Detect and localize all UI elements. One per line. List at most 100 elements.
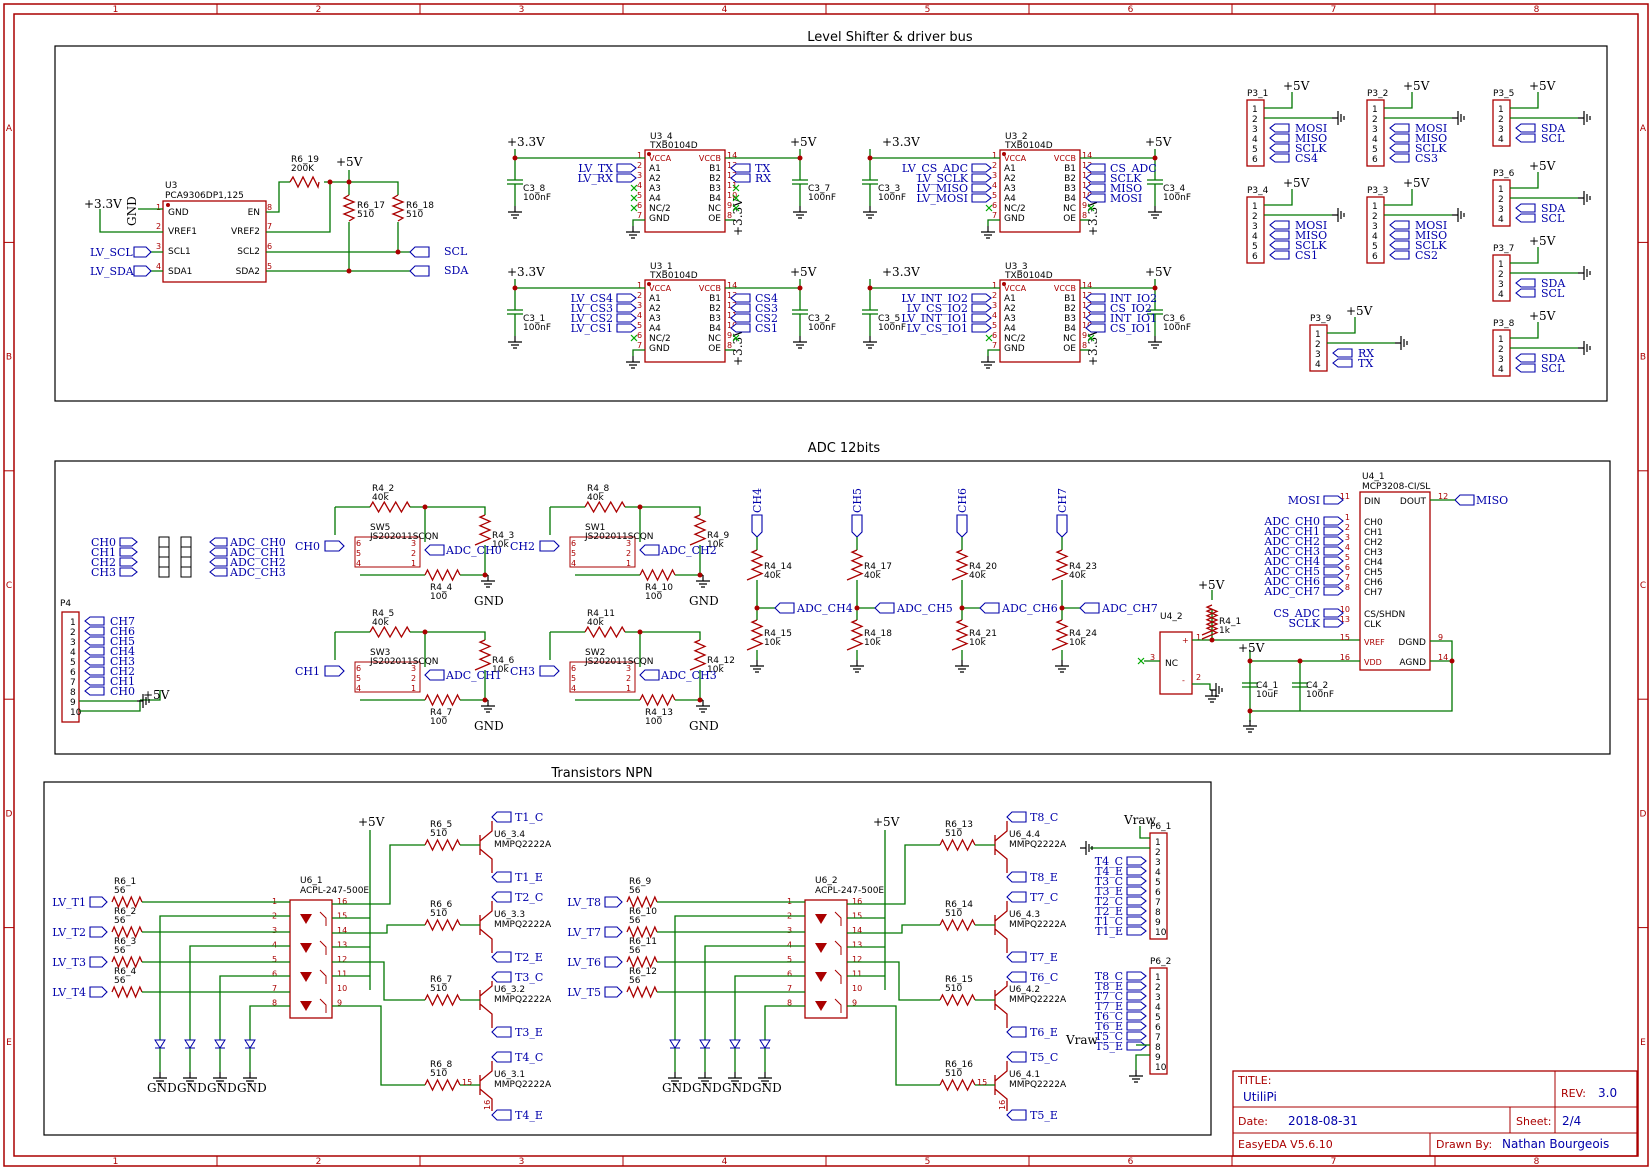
p4-pin-num: 7 (70, 678, 76, 688)
emitter-label: T6_E (1030, 1026, 1058, 1039)
cap-value: 100nF (1163, 323, 1191, 333)
ground-symbol (863, 336, 877, 349)
header-net-label: SCLK (1415, 142, 1447, 155)
ground-symbol (137, 694, 150, 708)
header-pin-num: 1 (1372, 105, 1378, 115)
junction (697, 697, 703, 703)
opto-pin-num: 10 (852, 984, 862, 993)
transistor-pin-num: 16 (998, 1100, 1007, 1110)
net-flag (1515, 203, 1536, 213)
net-flag (1085, 313, 1106, 323)
net-flag (1006, 891, 1027, 903)
switch-in-label: CH0 (295, 540, 320, 553)
ground-symbol (728, 1072, 742, 1085)
net-flag (324, 540, 345, 552)
junction (1152, 285, 1158, 291)
gnd-label: GND (689, 719, 719, 733)
grid-row-label: E (6, 1038, 12, 1048)
res-val: 10k (1069, 638, 1086, 648)
ground-symbol (793, 206, 807, 219)
ch-label: CH3 (91, 566, 116, 579)
txb-pin-right-label: B3 (709, 184, 721, 194)
net-flag (84, 676, 105, 686)
divider-out-label: ADC_CH7 (1101, 602, 1158, 615)
net-flag (491, 811, 512, 823)
txb-pin-left-num: 7 (637, 211, 642, 220)
no-connect-marker (630, 194, 638, 202)
p4-net-label: CH7 (110, 615, 135, 628)
net-flag-lv-sda (133, 265, 152, 277)
header-pin-num: 2 (1498, 270, 1504, 280)
net-flag (971, 183, 992, 193)
u4-2-chip (1159, 631, 1193, 695)
r4-1-ref: R4_1 (1219, 617, 1241, 627)
cap-ref: C3_3 (878, 184, 900, 194)
npn-transistor (994, 981, 1008, 1028)
txb-pin-left-label: VCCA (649, 284, 672, 293)
mcp3208-pin-num: 5 (1345, 553, 1350, 562)
txb-pin-right-num: 9 (1082, 201, 1087, 210)
grid-col-label: 6 (1128, 1157, 1134, 1167)
transistor-ref: U6_4.2 (1009, 985, 1040, 995)
led-diode (300, 1001, 312, 1011)
net-flag (209, 547, 228, 557)
opto-pin-num: 9 (852, 999, 857, 1008)
input-resistor (111, 895, 143, 909)
input-res-ref: R6_3 (114, 937, 136, 947)
junction (346, 179, 352, 185)
net-flag (604, 956, 623, 968)
net-flag (1006, 871, 1027, 883)
driver-input-label: LV_T4 (52, 986, 86, 999)
txb-pin-right-label: B3 (1064, 314, 1076, 324)
mcp3208-ref: U4_1 (1362, 472, 1385, 482)
led-cathode-wire (159, 915, 290, 1040)
header-pin-num: 8 (1155, 1043, 1161, 1053)
divider-out-label: ADC_CH5 (896, 602, 953, 615)
net-flag (1269, 220, 1290, 230)
header-body (1492, 99, 1511, 147)
mcp3208-pin-num: 7 (1345, 573, 1350, 582)
transistor-pin-num: 15 (462, 1078, 472, 1087)
ground-symbol (508, 336, 522, 349)
txb-pin-left-num: 4 (637, 181, 642, 190)
grid-col-label: 4 (722, 1157, 728, 1167)
header-net-label: MISO (1295, 229, 1327, 242)
switch-pin-num: 1 (626, 559, 631, 568)
net-flag (616, 293, 637, 303)
pin1-marker (647, 282, 651, 286)
net-flag-lv-scl (133, 246, 152, 258)
transistor-part: MMPQ2222A (1009, 840, 1067, 850)
opto-to-base-wire (847, 961, 940, 1001)
txb-pin-right-label: VCCB (1054, 284, 1076, 293)
jumper-pad (158, 566, 170, 578)
txb-pin-left-label: GND (1004, 214, 1025, 224)
header-pin-num: 3 (1372, 125, 1378, 135)
mcp3208-pin-label: AGND (1399, 658, 1426, 668)
cap-ref: C3_8 (523, 184, 546, 194)
net-flag (491, 891, 512, 903)
mcp3208-pin-num: 15 (1340, 633, 1350, 642)
res-ref: R4_9 (707, 531, 729, 541)
txb-pin-left-num: 3 (637, 171, 642, 180)
header-pin-num: 6 (1372, 252, 1378, 262)
status-led (214, 1039, 226, 1049)
u3-part: PCA9306DP1,125 (165, 191, 244, 201)
header-5v-wire (1384, 189, 1413, 206)
net-sda-label: SDA (444, 264, 469, 277)
txb-pin-left-label: A2 (649, 304, 661, 314)
net-label-right: INT_IO1 (1110, 312, 1157, 325)
header-pin-num: 5 (1372, 242, 1378, 252)
header-pin-num: 1 (1498, 335, 1504, 345)
input-res-val: 56 (629, 976, 641, 986)
header-body (1149, 967, 1168, 1075)
header-net-label: SCL (1541, 212, 1565, 225)
net-label-right: CS3 (755, 302, 778, 315)
txb-pin-right-num: 11 (727, 181, 737, 190)
r6-19-val: 200K (291, 164, 315, 174)
p4-net-label: CH6 (110, 625, 135, 638)
mcp3208-pin-label: VDD (1364, 658, 1382, 667)
